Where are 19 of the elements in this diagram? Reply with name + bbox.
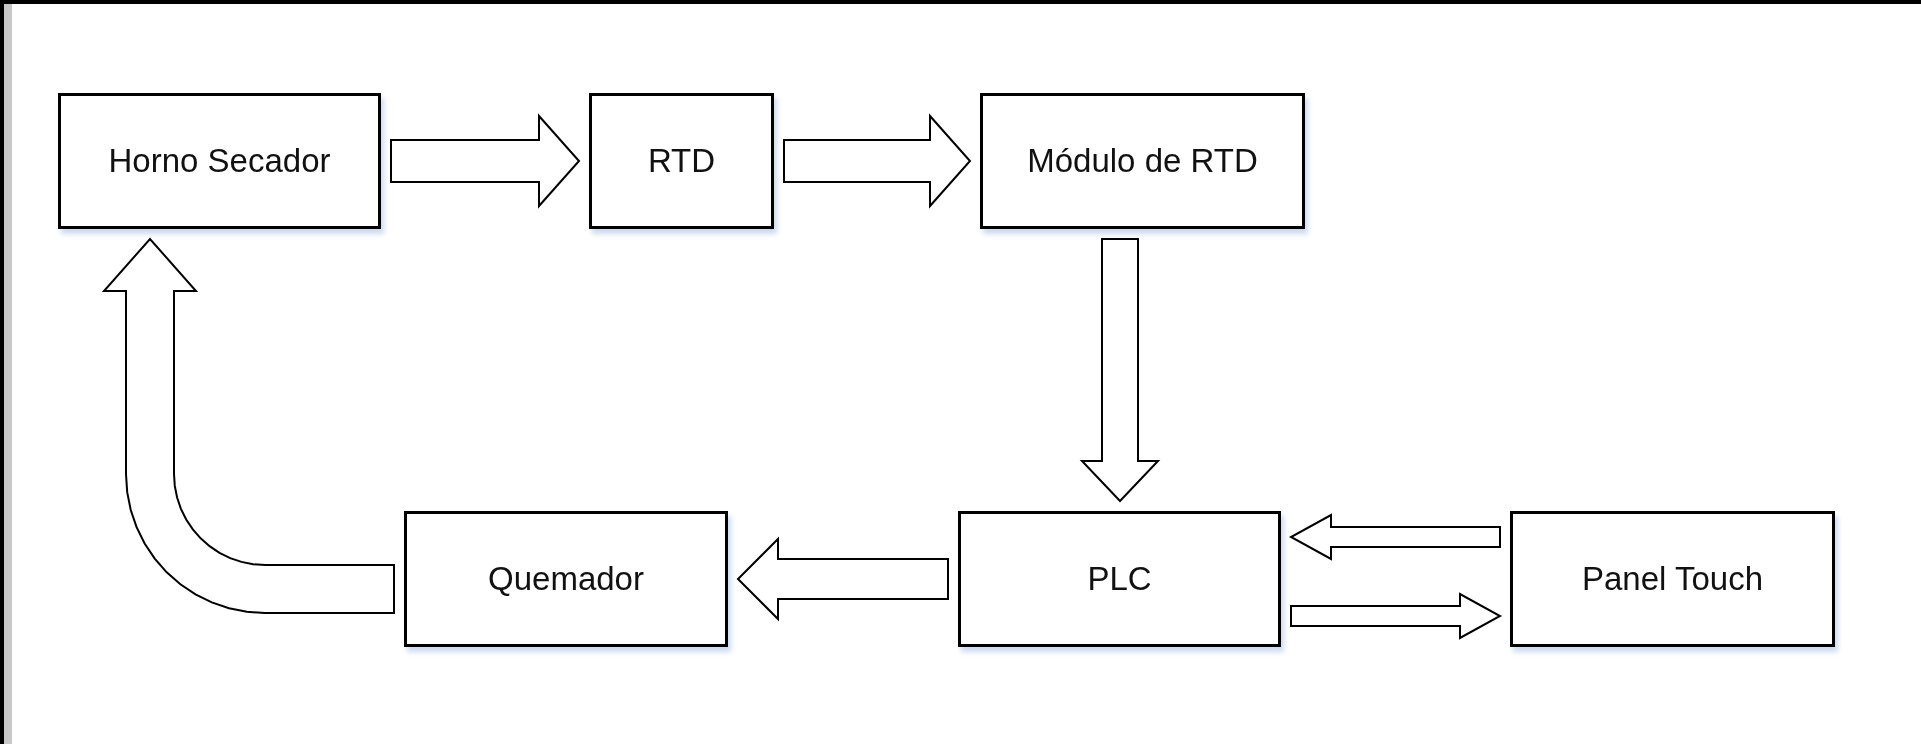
box-label: Módulo de RTD bbox=[1027, 142, 1258, 180]
box-label: Quemador bbox=[488, 560, 644, 598]
box-label: Horno Secador bbox=[108, 142, 331, 180]
box-label: Panel Touch bbox=[1581, 560, 1763, 598]
box-label: PLC bbox=[1087, 560, 1152, 598]
process-box bbox=[958, 511, 1281, 647]
block-arrow bbox=[783, 113, 972, 209]
process-box bbox=[1510, 511, 1835, 647]
box-label: RTD bbox=[647, 142, 716, 180]
process-box bbox=[980, 93, 1305, 229]
block-arrow bbox=[101, 237, 395, 614]
process-box bbox=[404, 511, 728, 647]
process-box bbox=[589, 93, 774, 229]
block-arrow bbox=[736, 536, 949, 622]
process-box bbox=[58, 93, 381, 229]
block-arrow bbox=[1290, 592, 1503, 640]
block-arrow bbox=[1079, 238, 1161, 503]
block-arrow bbox=[390, 113, 581, 209]
block-arrow bbox=[1288, 513, 1501, 561]
